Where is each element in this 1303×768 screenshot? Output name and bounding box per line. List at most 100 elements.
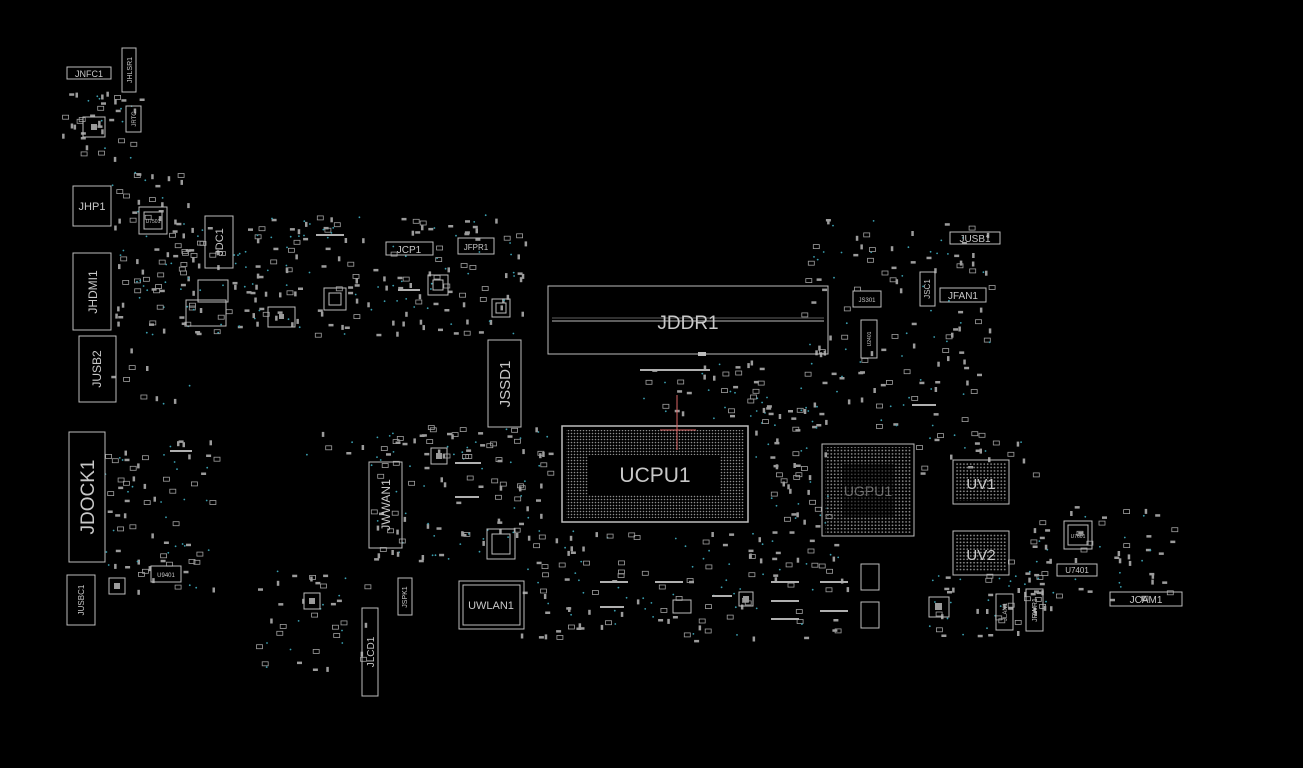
jssd1-outline[interactable] [487,339,522,428]
smd-pad [1039,536,1045,540]
smd-pad [934,268,937,274]
jpwr1-outline[interactable] [1025,588,1044,632]
jfan1-outline[interactable] [939,287,987,303]
smd-pad [770,456,776,459]
smd-pad [833,619,839,622]
passive-outline [770,491,778,497]
via [145,235,148,238]
jhlsr1-outline[interactable] [121,47,137,93]
smd-pad [428,271,432,277]
smd-pad [192,257,195,263]
smd-pad [143,483,147,489]
passive-outline [780,478,788,484]
via [962,393,965,395]
passive-outline [735,370,743,376]
smd-pad [438,328,443,332]
via [547,602,550,605]
u7601-ic[interactable] [1063,520,1093,550]
jfpr1-outline[interactable] [457,237,495,255]
u7501-ic[interactable] [138,206,168,235]
via [266,642,268,644]
via [145,331,148,334]
smd-pad [753,380,759,384]
js301-outline[interactable] [852,290,882,308]
ugpu1-bga[interactable] [821,443,915,537]
via [160,501,163,503]
jusb1-outline[interactable] [949,231,1001,245]
smd-pad [297,661,302,665]
smd-pad [795,464,801,467]
jdc1-outline[interactable] [204,215,234,269]
passive-outline [1080,547,1088,553]
passive-outline [107,491,115,497]
via [119,254,122,256]
uv2-memory[interactable] [952,530,1010,576]
passive-outline [160,553,168,559]
via [800,387,803,390]
jsc1-outline[interactable] [919,271,936,307]
jhdmi1-outline[interactable] [72,252,112,331]
passive-outline [825,587,833,593]
smd-pad [419,319,423,325]
jnfc1-outline[interactable] [66,66,112,80]
smd-pad [172,230,178,233]
via [736,634,738,636]
jwwan1-outline[interactable] [368,461,403,549]
smd-pad [808,475,812,481]
via [351,441,353,444]
passive-outline [415,299,423,305]
via [322,228,325,231]
smd-pad [893,423,899,426]
smd-pad [711,532,714,537]
u2401-label: U2401 [867,331,873,346]
jcp1-outline[interactable] [385,241,434,256]
via [797,503,800,505]
smd-pad [377,553,381,559]
jusbc1-outline[interactable] [66,574,96,626]
passive-outline [704,628,712,634]
jlan1-outline[interactable] [995,593,1014,631]
via [330,232,333,234]
smd-pad [137,199,141,205]
smd-pad [689,580,694,584]
smd-pad [895,279,899,285]
jusb2-outline[interactable] [78,335,117,403]
smd-pad [465,220,470,223]
jhp1-outline[interactable] [72,185,112,227]
via [176,468,178,470]
passive-outline [141,455,149,461]
via [404,255,407,258]
smd-pad [270,618,273,624]
smd-pad [564,578,570,581]
via [343,333,346,335]
u2401-outline[interactable] [860,319,878,359]
via [379,459,382,461]
via [998,577,1001,580]
smd-pad [385,285,388,291]
jspk1-outline[interactable] [397,577,413,616]
jrtc-outline[interactable] [125,105,142,133]
smd-pad [197,263,201,269]
smd-pad [191,227,194,233]
smd-pad [499,528,502,534]
jdock1-outline[interactable] [68,431,106,563]
via [947,253,949,255]
via [111,184,114,187]
passive-outline [218,251,226,256]
u7401-outline[interactable] [1056,563,1098,577]
uwlan1-module[interactable] [458,580,525,630]
jcam1-outline[interactable] [1109,591,1183,607]
smd-pad [774,577,778,583]
passive-outline [683,632,691,638]
via [309,223,311,225]
via [822,251,825,253]
ucpu1-bga[interactable] [561,395,749,523]
smd-pad [121,99,127,102]
passive-outline [1024,596,1031,602]
via [537,581,539,584]
jlcd1-outline[interactable] [361,607,379,697]
smd-pad [526,506,529,512]
u9401-ic[interactable] [150,565,182,583]
uv1-memory[interactable] [952,459,1010,505]
jddr1-slot[interactable] [547,285,829,356]
